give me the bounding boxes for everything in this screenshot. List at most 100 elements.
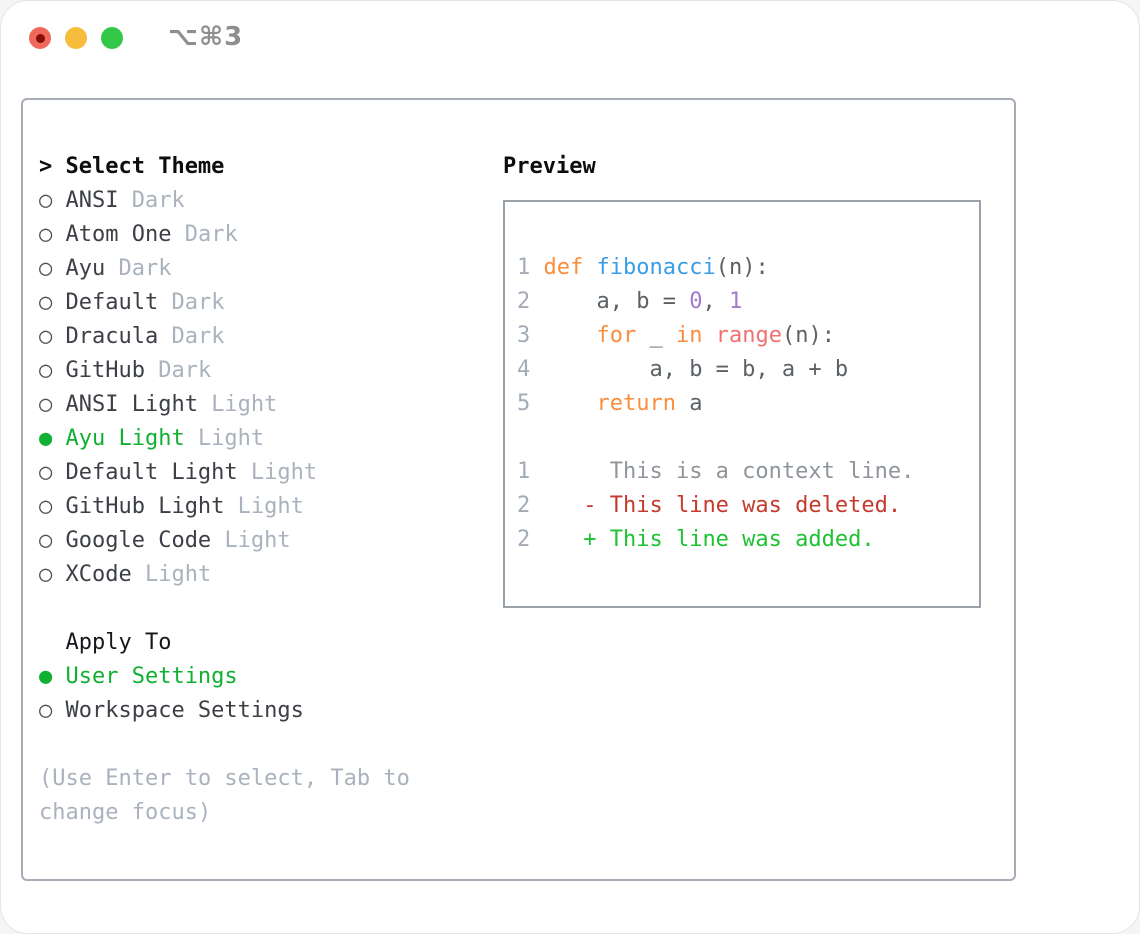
code-token-fg — [530, 493, 583, 518]
code-token-fg: , — [702, 289, 729, 314]
radio-unselected-icon: ○ — [39, 460, 53, 485]
theme-option-dracula[interactable]: ○Dracula Dark — [39, 320, 410, 354]
line-number: 1 — [517, 459, 531, 484]
theme-selector-panel: >Select Theme ○ANSI Dark○Atom One Dark○A… — [39, 150, 410, 830]
preview-line-4: 4 a, b = b, a + b — [517, 353, 967, 387]
code-token-fg: (n): — [715, 255, 769, 280]
radio-unselected-icon: ○ — [39, 324, 53, 349]
theme-option-default[interactable]: ○ Default Dark — [39, 286, 410, 320]
theme-option-ayu-light[interactable]: ● Ayu Light Light — [39, 422, 410, 456]
code-token-kw: for — [596, 323, 637, 348]
theme-option-ayu[interactable]: ○ Ayu Dark — [39, 252, 410, 286]
theme-name: GitHub Light — [65, 494, 238, 519]
window-title: ⌥⌘3 — [168, 22, 244, 52]
apply-option-workspace-settings[interactable]: ○ Workspace Settings — [39, 694, 410, 728]
zoom-button[interactable] — [101, 27, 123, 49]
radio-unselected-icon: ○ — [39, 222, 53, 247]
theme-option-ansi-light[interactable]: ○ANSI Light Light — [39, 388, 410, 422]
code-token-fg — [544, 323, 597, 348]
theme-name: XCode — [65, 562, 145, 587]
line-number: 4 — [517, 357, 544, 382]
theme-variant-tag: Dark — [118, 256, 172, 281]
code-token-fg — [702, 323, 715, 348]
theme-name: ANSI — [65, 188, 132, 213]
line-number: 2 — [517, 493, 531, 518]
theme-option-atom-one[interactable]: ○ Atom One Dark — [39, 218, 410, 252]
theme-option-google-code[interactable]: ○ Google Code Light — [39, 524, 410, 558]
theme-variant-tag: Dark — [184, 222, 238, 247]
theme-option-ansi[interactable]: ○ ANSI Dark — [39, 184, 410, 218]
theme-option-github[interactable]: ○GitHub Dark — [39, 354, 410, 388]
code-token-fg: _ — [636, 323, 676, 348]
radio-unselected-icon: ○ — [39, 494, 53, 519]
theme-name: Atom One — [65, 222, 185, 247]
line-number: 3 — [517, 323, 544, 348]
radio-selected-icon: ● — [39, 426, 53, 451]
theme-name: Ayu Light — [65, 426, 198, 451]
theme-variant-tag: Dark — [171, 290, 225, 315]
preview-title: Preview — [503, 154, 596, 179]
theme-variant-tag: Light — [224, 528, 291, 553]
radio-selected-icon: ● — [39, 664, 53, 689]
preview-line-3: 3 for _ in range(n): — [517, 319, 967, 353]
theme-option-xcode[interactable]: ○ XCode Light — [39, 558, 410, 592]
apply-option-label: User Settings — [65, 664, 238, 689]
preview-line-5: 5 return a — [517, 387, 967, 421]
radio-unselected-icon: ○ — [39, 562, 53, 587]
code-token-add: + This line was added. — [583, 527, 875, 552]
apply-option-label: Workspace Settings — [65, 698, 304, 723]
radio-unselected-icon: ○ — [39, 698, 53, 723]
preview-line-6 — [517, 421, 967, 455]
theme-name: GitHub — [65, 358, 159, 383]
code-token-num: 1 — [728, 289, 743, 314]
theme-variant-tag: Light — [250, 460, 318, 485]
apply-option-user-settings[interactable]: ● User Settings — [39, 660, 410, 694]
apply-to-header: Apply To — [65, 630, 172, 655]
minimize-button[interactable] — [65, 27, 87, 49]
theme-option-default-light[interactable]: ○ Default Light Light — [39, 456, 410, 490]
theme-variant-tag: Dark — [131, 188, 185, 213]
code-token-ctx: This is a context line. — [530, 459, 915, 484]
select-theme-header: >Select Theme — [39, 150, 410, 184]
help-text-line2: change focus) — [39, 800, 212, 825]
theme-list: ○ ANSI Dark ○ Atom One Dark ○ Ayu Dark ○ Defaul… — [39, 184, 410, 592]
code-token-kw: return — [596, 391, 676, 416]
theme-variant-tag: Dark — [158, 358, 212, 383]
line-number: 2 — [517, 527, 531, 552]
theme-name: Google Code — [65, 528, 225, 553]
line-number: 2 — [517, 289, 544, 314]
code-token-fg: a, b = — [543, 289, 690, 314]
preview-line-8: 2 - This line was deleted. — [517, 489, 967, 523]
radio-unselected-icon: ○ — [39, 528, 53, 553]
spacer — [39, 728, 410, 762]
code-token-fn: fibonacci — [596, 255, 716, 280]
preview-line-7: 1 This is a context line. — [517, 455, 967, 489]
radio-unselected-icon: ○ — [39, 256, 53, 281]
theme-name: Default Light — [65, 460, 251, 485]
code-token-fg: a — [675, 391, 703, 416]
theme-name: Dracula — [65, 324, 172, 349]
theme-name: Default — [65, 290, 172, 315]
preview-line-2: 2 a, b = 0, 1 — [517, 285, 967, 319]
close-button[interactable] — [29, 27, 51, 49]
prompt-icon: > — [39, 154, 53, 179]
main-panel: >Select Theme ○ANSI Dark○Atom One Dark○A… — [21, 98, 1016, 881]
preview-line-1: 1 def fibonacci(n): — [517, 251, 967, 285]
theme-option-github-light[interactable]: ○GitHub Light Light — [39, 490, 410, 524]
code-token-kw: def — [543, 255, 597, 280]
code-token-del: - This line was deleted. — [583, 493, 902, 518]
theme-variant-tag: Light — [197, 426, 265, 451]
preview-line-9: 2 + This line was added. — [517, 523, 967, 557]
preview-panel: Preview 1 def fibonacci(n):2 a, b = 0, 1… — [503, 150, 981, 608]
line-number: 5 — [517, 391, 544, 416]
radio-unselected-icon: ○ — [39, 188, 53, 213]
radio-unselected-icon: ○ — [39, 392, 53, 417]
theme-variant-tag: Light — [211, 392, 278, 417]
theme-name: Ayu — [65, 256, 119, 281]
theme-variant-tag: Light — [144, 562, 212, 587]
traffic-lights — [29, 27, 123, 49]
radio-unselected-icon: ○ — [39, 290, 53, 315]
spacer — [39, 592, 410, 626]
